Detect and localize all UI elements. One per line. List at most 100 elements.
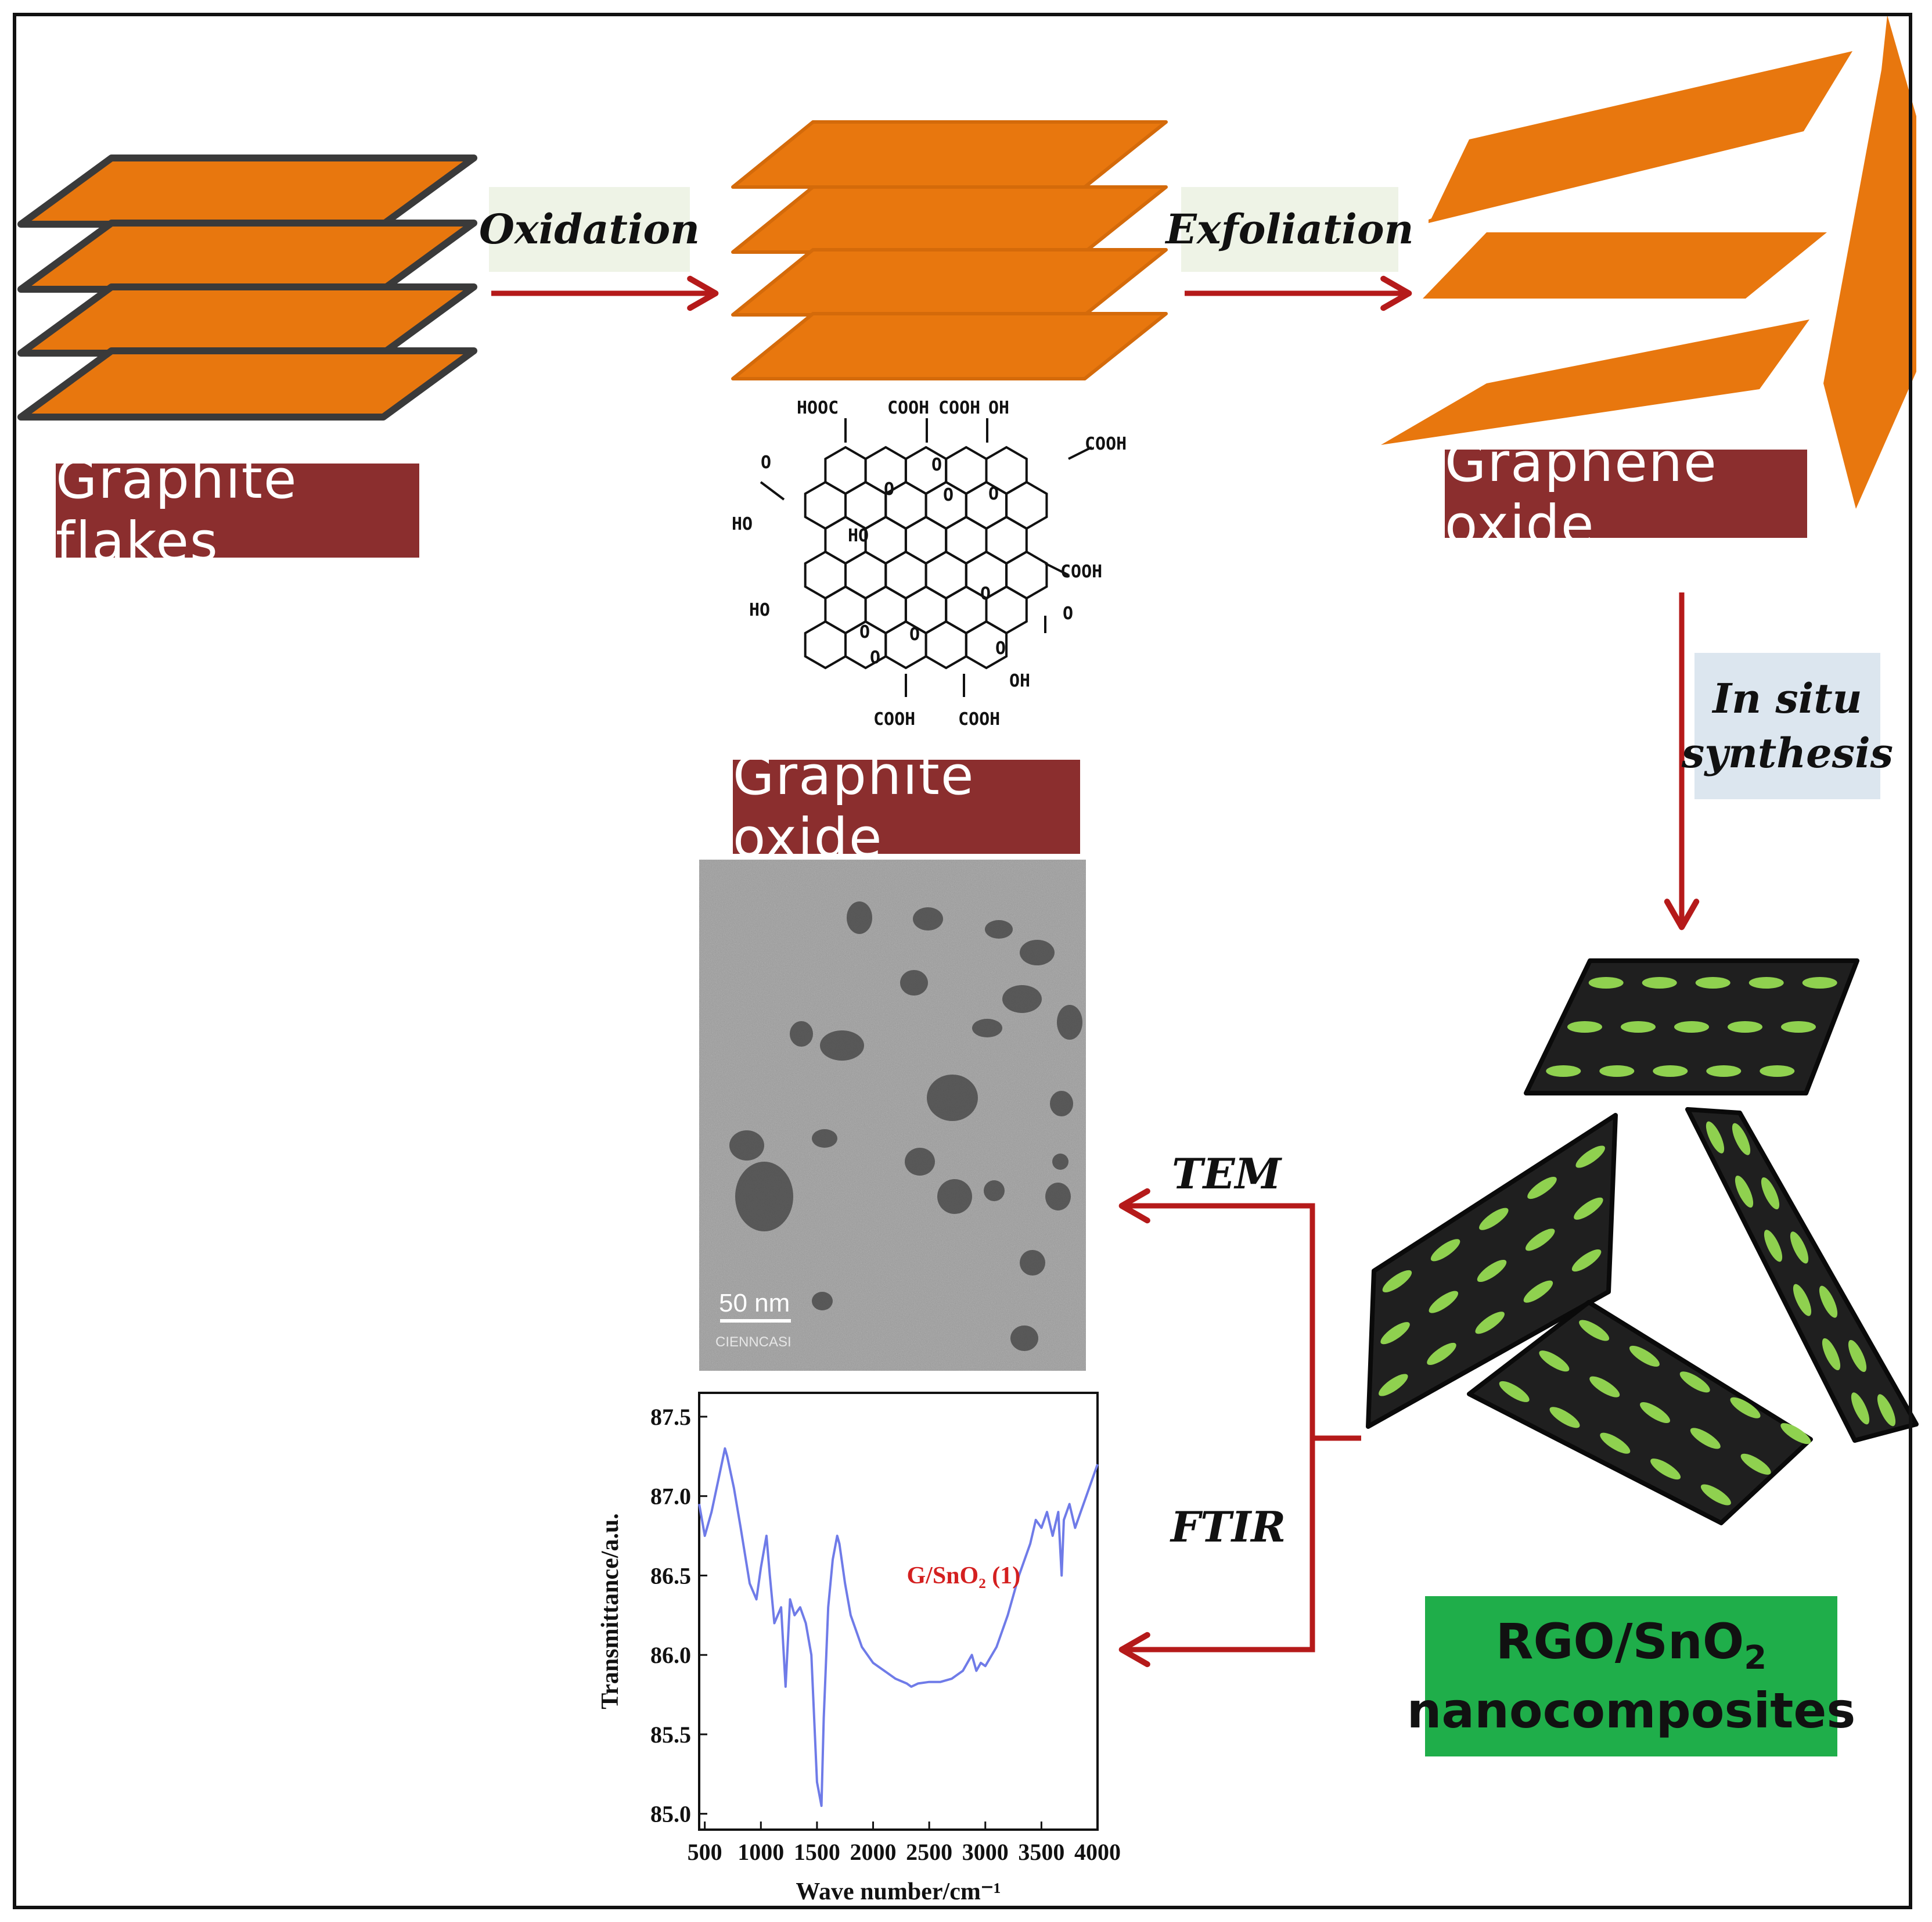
graphene-oxide-sheet	[1823, 15, 1916, 509]
nanoparticle	[1588, 977, 1624, 989]
rgo-sno2-line1: RGO/SnO2	[1496, 1610, 1766, 1680]
nanoparticle	[1642, 977, 1677, 989]
nanoparticle	[1674, 1021, 1709, 1033]
nanoparticle	[1802, 977, 1837, 989]
molecule-group-label: OH	[1009, 671, 1030, 691]
graphite-oxide-molecule	[760, 418, 1092, 697]
molecule-bond	[1045, 562, 1069, 576]
nanoparticle	[1599, 1065, 1635, 1077]
nanoparticle	[1477, 1259, 1507, 1282]
nanoparticle	[1735, 1175, 1754, 1208]
nanoparticle	[1761, 1177, 1780, 1210]
molecule-group-label: O	[1063, 603, 1073, 624]
nanoparticle	[1430, 1239, 1460, 1262]
molecule-group-label: O	[884, 479, 894, 500]
process-arrows	[491, 275, 1700, 1668]
ftir-annotation: G/SnO₂ (1)	[906, 1562, 1020, 1589]
graphite-sheet	[17, 347, 477, 421]
y-tick-label: 86.5	[650, 1562, 691, 1589]
nanoparticle	[1822, 1338, 1841, 1371]
nanoparticle	[1525, 1228, 1555, 1251]
tem-label: TEM	[1172, 1149, 1282, 1198]
graphene-oxide-sheet	[1430, 51, 1852, 222]
in-situ-label-line1: In situ	[1712, 674, 1862, 723]
sno2-nanoparticles	[1379, 977, 1896, 1506]
molecule-group-label: HO	[732, 514, 753, 534]
graphite-flakes-label: Graphite flakes	[56, 448, 298, 573]
nanoparticle	[1479, 1208, 1509, 1230]
nanoparticle	[1640, 1402, 1670, 1424]
nanoparticle	[1429, 1291, 1459, 1313]
x-tick-label: 2500	[906, 1839, 952, 1865]
nanoparticle	[1730, 1397, 1761, 1418]
x-tick-label: 500	[688, 1839, 722, 1865]
y-tick-label: 85.5	[650, 1722, 691, 1748]
x-tick-label: 4000	[1074, 1839, 1121, 1865]
nanoparticle	[1760, 1065, 1795, 1077]
nanoparticle	[1380, 1322, 1410, 1345]
nanoparticle	[1764, 1230, 1783, 1262]
rgo-sno2-line2: nanocomposites	[1406, 1682, 1856, 1740]
graphene-oxide-title: Graphene oxide	[1445, 432, 1807, 556]
molecule-group-label: COOH	[938, 398, 980, 418]
outer-frame	[13, 13, 1912, 1909]
nanoparticle	[1793, 1284, 1812, 1316]
molecule-group-label: COOH	[887, 398, 929, 418]
nanoparticle	[1740, 1453, 1771, 1475]
nanoparticle	[1546, 1065, 1581, 1077]
graphite-oxide-stack	[731, 120, 1168, 380]
molecule-group-label: COOH	[873, 709, 915, 730]
nanoparticle	[1706, 1065, 1742, 1077]
molecule-group-label: O	[870, 648, 880, 668]
graphene-oxide-label: Graphene oxide	[1445, 432, 1718, 556]
nanoparticle	[1679, 1371, 1710, 1393]
nanoparticle	[1475, 1312, 1505, 1334]
graphite-oxide-label: Graphite oxide	[733, 745, 975, 869]
x-tick-label: 3500	[1018, 1839, 1064, 1865]
y-axis-label: Transmittance/a.u.	[597, 1513, 624, 1709]
nanoparticle	[1589, 1376, 1620, 1398]
y-tick-label: 87.0	[650, 1483, 691, 1510]
rgo-sno2-result-box: RGO/SnO2 nanocomposites	[1407, 1596, 1855, 1756]
x-tick-label: 2000	[850, 1839, 897, 1865]
nanoparticle	[1848, 1339, 1867, 1373]
nanoparticle	[1567, 1021, 1602, 1033]
tem-particles	[729, 901, 1082, 1351]
molecule-group-label: O	[909, 624, 920, 645]
nanoparticle	[1527, 1177, 1557, 1199]
ftir-plot-area	[698, 1392, 1099, 1831]
nanoparticle	[1690, 1428, 1721, 1449]
rgo-sno2-formula: RGO/SnO	[1495, 1612, 1744, 1670]
nanoparticle	[1579, 1320, 1610, 1341]
nanoparticle	[1523, 1280, 1553, 1303]
molecule-group-label: COOH	[958, 709, 1000, 730]
rgo-sno2-subscript: 2	[1744, 1639, 1767, 1677]
nanoparticle	[1600, 1432, 1631, 1454]
x-tick-label: 3000	[962, 1839, 1009, 1865]
tem-image: 50 nm CIENNCASI	[699, 860, 1086, 1371]
nanoparticle	[1574, 1197, 1603, 1220]
molecule-group-label: O	[931, 455, 942, 475]
molecule-group-label: O	[859, 622, 870, 642]
nanoparticle	[1851, 1392, 1870, 1425]
in-situ-label-box: In situ synthesis	[1682, 653, 1893, 799]
molecule-group-label: O	[988, 484, 999, 504]
nanoparticle	[1549, 1407, 1580, 1428]
nanoparticle	[1695, 977, 1730, 989]
molecule-group-label: HO	[749, 600, 770, 620]
ftir-caption: FTIR	[1171, 1502, 1286, 1551]
nanoparticle	[1427, 1342, 1456, 1365]
nanoparticle	[1790, 1231, 1809, 1264]
x-tick-label: 1500	[794, 1839, 840, 1865]
y-tick-label: 85.0	[650, 1801, 691, 1827]
nanoparticle	[1539, 1350, 1570, 1372]
nanoparticle	[1571, 1249, 1602, 1272]
exfoliation-label: Exfoliation	[1165, 204, 1414, 253]
graphite-flakes-title: Graphite flakes	[56, 448, 419, 573]
nanoparticle	[1379, 1374, 1408, 1396]
graphene-oxide-sheets	[1381, 15, 1916, 509]
molecule-group-label: HO	[848, 526, 869, 546]
ftir-spectrum-line	[698, 1447, 1099, 1807]
